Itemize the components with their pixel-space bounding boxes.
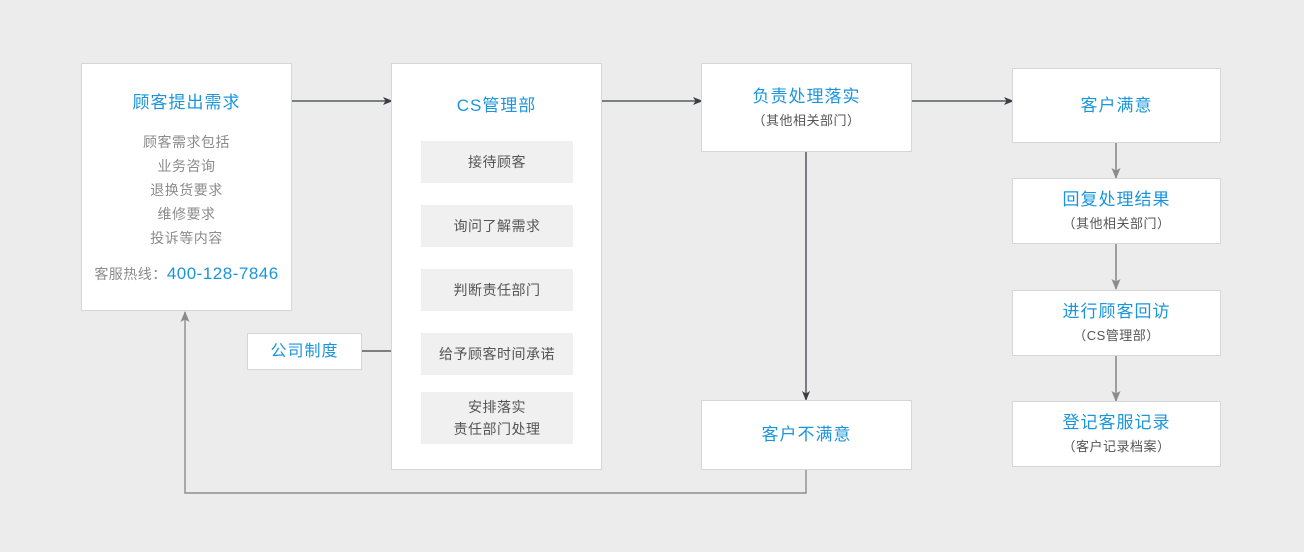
reply-result-subtitle: （其他相关部门） [1062, 216, 1171, 231]
cs-step-1-label: 接待顾客 [468, 154, 526, 170]
cs-step-4[interactable]: 给予顾客时间承诺 [421, 333, 573, 375]
hotline-label: 客服热线： [94, 266, 167, 282]
cs-step-5[interactable]: 安排落实 责任部门处理 [421, 392, 573, 444]
customer-revisit-subtitle: （CS管理部） [1073, 328, 1160, 343]
customer-request-line-5: 投诉等内容 [150, 230, 223, 246]
cs-department-box[interactable]: CS管理部 接待顾客 询问了解需求 判断责任部门 给予顾客时间承诺 安排落实 责… [391, 63, 602, 470]
handle-implement-box[interactable]: 负责处理落实 （其他相关部门） [701, 63, 912, 152]
customer-request-line-4: 维修要求 [157, 206, 216, 222]
customer-request-title: 顾客提出需求 [132, 93, 241, 112]
customer-request-line-3: 退换货要求 [150, 182, 223, 198]
company-policy-box[interactable]: 公司制度 [247, 333, 362, 370]
cs-department-title: CS管理部 [456, 96, 537, 115]
customer-request-line-2: 业务咨询 [157, 158, 216, 174]
customer-unsatisfied-title: 客户不满意 [761, 425, 852, 444]
cs-step-5-label-2: 责任部门处理 [453, 421, 541, 437]
customer-request-line-1: 顾客需求包括 [143, 134, 230, 150]
cs-step-2-label: 询问了解需求 [453, 218, 541, 234]
cs-step-3[interactable]: 判断责任部门 [421, 269, 573, 311]
customer-revisit-title: 进行顾客回访 [1062, 302, 1171, 321]
cs-step-4-label: 给予顾客时间承诺 [439, 346, 555, 362]
customer-revisit-box[interactable]: 进行顾客回访 （CS管理部） [1012, 290, 1221, 356]
handle-implement-title: 负责处理落实 [752, 86, 861, 106]
cs-step-2[interactable]: 询问了解需求 [421, 205, 573, 247]
service-record-box[interactable]: 登记客服记录 （客户记录档案） [1012, 401, 1221, 467]
company-policy-title: 公司制度 [270, 342, 339, 360]
reply-result-title: 回复处理结果 [1062, 190, 1171, 209]
cs-step-1[interactable]: 接待顾客 [421, 141, 573, 183]
customer-service-hotline: 客服热线：400-128-7846 [94, 264, 278, 284]
hotline-number[interactable]: 400-128-7846 [166, 264, 279, 283]
reply-result-box[interactable]: 回复处理结果 （其他相关部门） [1012, 178, 1221, 244]
cs-step-5-label: 安排落实 [468, 399, 526, 415]
customer-satisfied-box[interactable]: 客户满意 [1012, 68, 1221, 143]
customer-request-box[interactable]: 顾客提出需求 顾客需求包括 业务咨询 退换货要求 维修要求 投诉等内容 客服热线… [81, 63, 292, 311]
service-record-title: 登记客服记录 [1062, 413, 1171, 432]
cs-step-3-label: 判断责任部门 [453, 282, 541, 298]
customer-satisfied-title: 客户满意 [1080, 95, 1153, 115]
service-record-subtitle: （客户记录档案） [1062, 439, 1171, 454]
customer-unsatisfied-box[interactable]: 客户不满意 [701, 400, 912, 470]
handle-implement-subtitle: （其他相关部门） [752, 112, 861, 128]
